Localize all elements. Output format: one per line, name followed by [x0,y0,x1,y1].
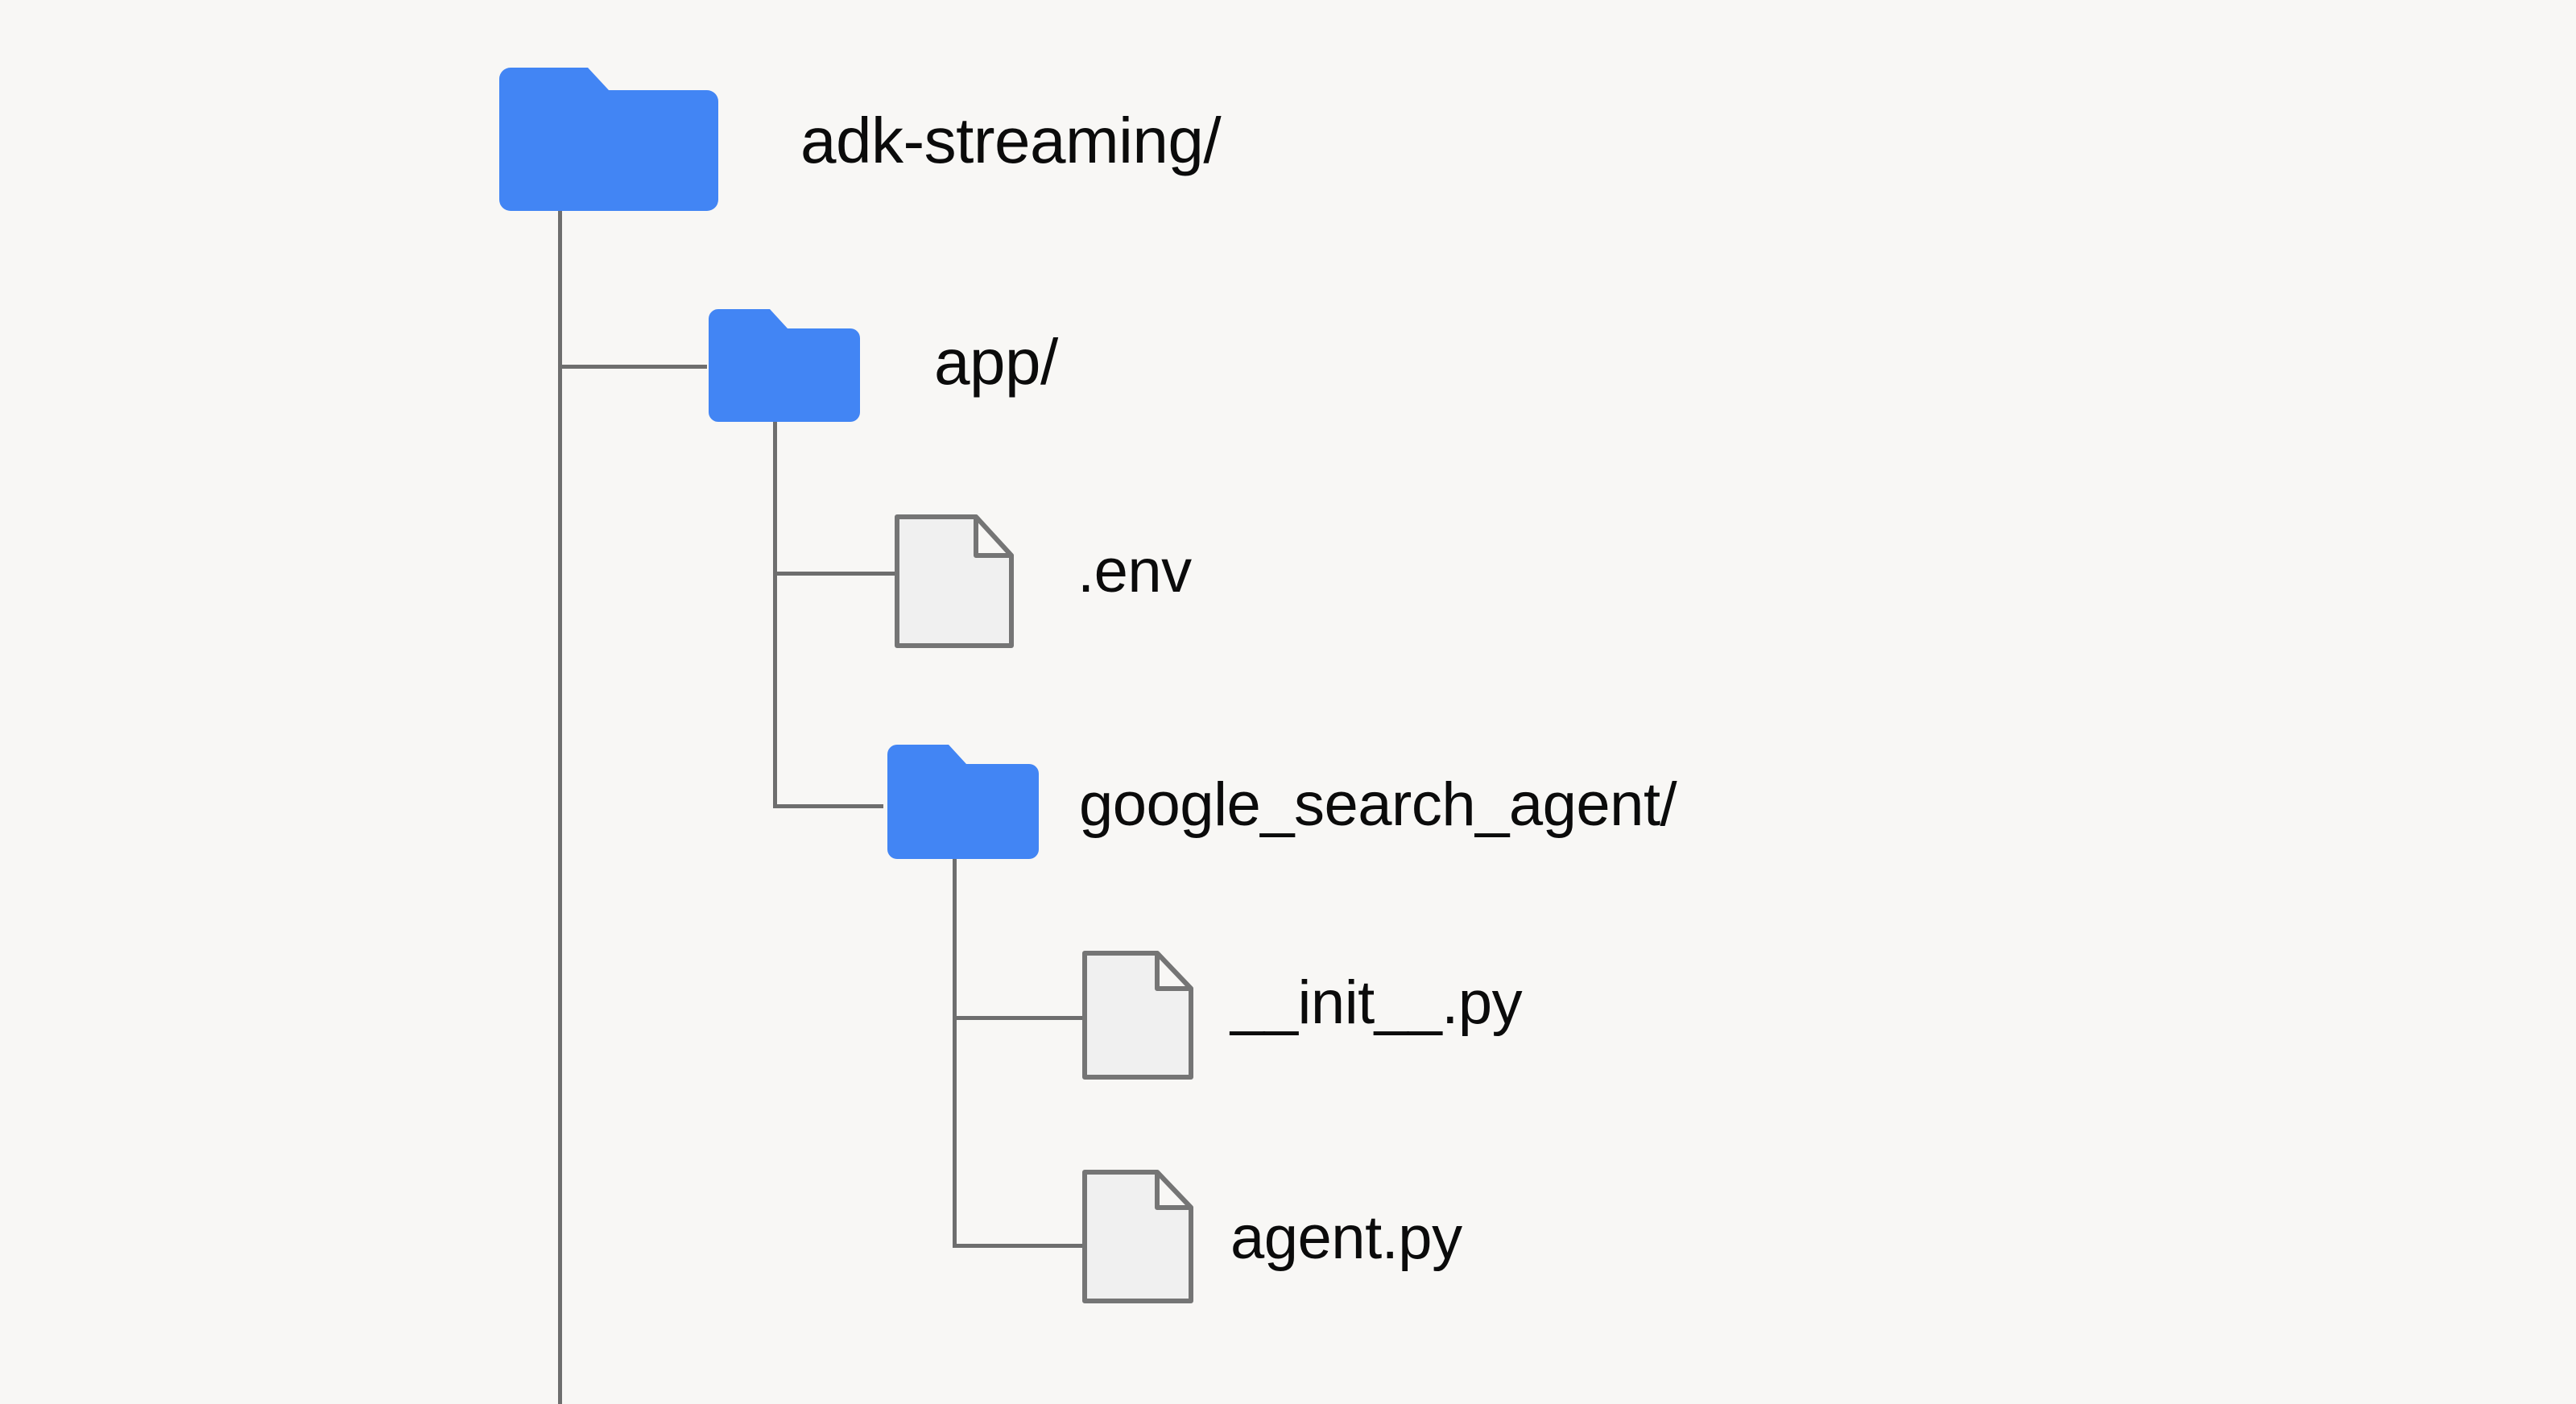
file-icon [1081,1169,1201,1304]
tree-node-label: __init__.py [1230,968,1523,1037]
folder-icon [699,309,860,422]
tree-node-label: agent.py [1230,1204,1462,1272]
tree-node-label: adk-streaming/ [800,105,1222,176]
tree-node-label: google_search_agent/ [1079,770,1677,839]
connector-app-trunk [773,417,777,808]
connector-root-to-app [558,365,707,369]
connector-gsa-to-init-py [953,1016,1085,1020]
folder-icon [878,745,1039,859]
folder-icon [488,68,718,211]
file-icon [1081,950,1201,1080]
connector-app-to-env [773,572,898,576]
connector-gsa-to-agent-py [953,1244,1085,1248]
connector-app-to-google-search-agent [773,804,883,808]
file-icon [894,514,1021,649]
connector-google-search-agent-trunk [953,858,957,1248]
tree-node-label: .env [1077,537,1192,605]
tree-node-label: app/ [934,326,1058,398]
connector-root-trunk [558,208,562,1404]
